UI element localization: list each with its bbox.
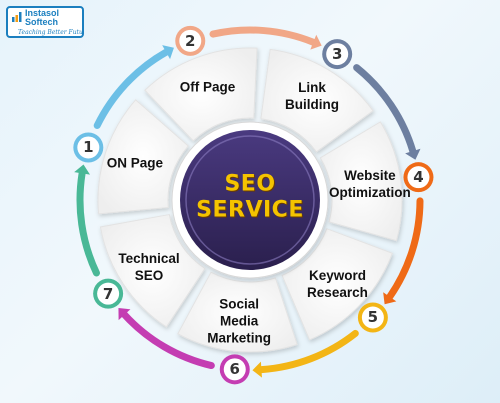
badge-6 bbox=[223, 358, 246, 381]
arrow-arcs bbox=[74, 26, 424, 378]
arrowhead-3 bbox=[405, 148, 421, 160]
step-label-line: Link bbox=[298, 80, 326, 96]
arrow-arc-1 bbox=[93, 48, 170, 129]
segment-step-4 bbox=[319, 121, 403, 242]
step-number-5: 5 bbox=[367, 308, 379, 327]
step-label-line: SEO bbox=[134, 267, 164, 283]
logo-name-line2: Softech bbox=[25, 17, 59, 27]
arrowhead-6 bbox=[118, 308, 131, 321]
arrowhead-1 bbox=[162, 45, 174, 60]
logo-mark-icon bbox=[12, 12, 22, 22]
step-label-1: ON Page bbox=[107, 154, 163, 171]
company-logo: Instasol Softech Teaching Better Futu bbox=[6, 6, 84, 38]
segment-step-6 bbox=[177, 271, 298, 353]
step-label-line: Research bbox=[307, 284, 368, 300]
step-label-line: Keyword bbox=[308, 267, 366, 283]
step-number-6: 6 bbox=[229, 360, 240, 379]
number-badges bbox=[73, 25, 434, 385]
segment-step-5 bbox=[281, 228, 394, 341]
arrow-arc-4 bbox=[386, 197, 424, 301]
badge-7 bbox=[97, 282, 120, 305]
step-label-line: Building bbox=[285, 97, 340, 113]
segment-step-7 bbox=[99, 213, 206, 328]
step-label-line: ON Page bbox=[106, 155, 164, 171]
segment-group bbox=[97, 47, 403, 353]
badge-3 bbox=[326, 43, 349, 66]
step-label-line: Marketing bbox=[207, 330, 272, 345]
badge-2 bbox=[179, 29, 202, 52]
badge-5 bbox=[361, 306, 384, 329]
arrowhead-2 bbox=[310, 34, 322, 50]
step-number-1: 1 bbox=[83, 138, 94, 157]
segment-step-1 bbox=[97, 99, 190, 215]
badge-4 bbox=[407, 166, 430, 189]
step-label-line: Social bbox=[219, 296, 260, 311]
step-label-line: Media bbox=[220, 313, 259, 328]
arrowhead-4 bbox=[383, 292, 397, 305]
step-label-line: Website bbox=[344, 167, 396, 183]
arrow-arc-6 bbox=[121, 311, 215, 370]
arrow-arc-2 bbox=[209, 26, 317, 46]
segment-step-3 bbox=[260, 48, 374, 153]
step-number-4: 4 bbox=[413, 168, 424, 187]
step-label-line: Optimization bbox=[329, 184, 411, 200]
step-number-7: 7 bbox=[102, 284, 114, 303]
arrowhead-5 bbox=[252, 361, 262, 378]
logo-tagline: Teaching Better Futu bbox=[18, 29, 83, 36]
arrow-arc-3 bbox=[353, 64, 417, 155]
step-number-2: 2 bbox=[185, 31, 196, 50]
badge-1 bbox=[77, 136, 100, 159]
logo-name-line1: Instasol bbox=[25, 8, 60, 18]
arrow-arc-5 bbox=[257, 329, 359, 374]
step-label-2: Off Page bbox=[180, 78, 236, 95]
step-number-3: 3 bbox=[331, 45, 343, 64]
arrowhead-7 bbox=[74, 164, 90, 175]
arrow-arc-7 bbox=[76, 169, 100, 277]
segment-step-2 bbox=[144, 47, 258, 142]
center-circle-ring bbox=[185, 135, 315, 265]
center-title-line1: SEO bbox=[224, 171, 276, 197]
center-title-line2: SERVICE bbox=[196, 197, 304, 223]
step-label-line: Technical bbox=[118, 250, 180, 266]
center-circle bbox=[180, 130, 320, 270]
step-label-line: Off Page bbox=[179, 79, 236, 95]
